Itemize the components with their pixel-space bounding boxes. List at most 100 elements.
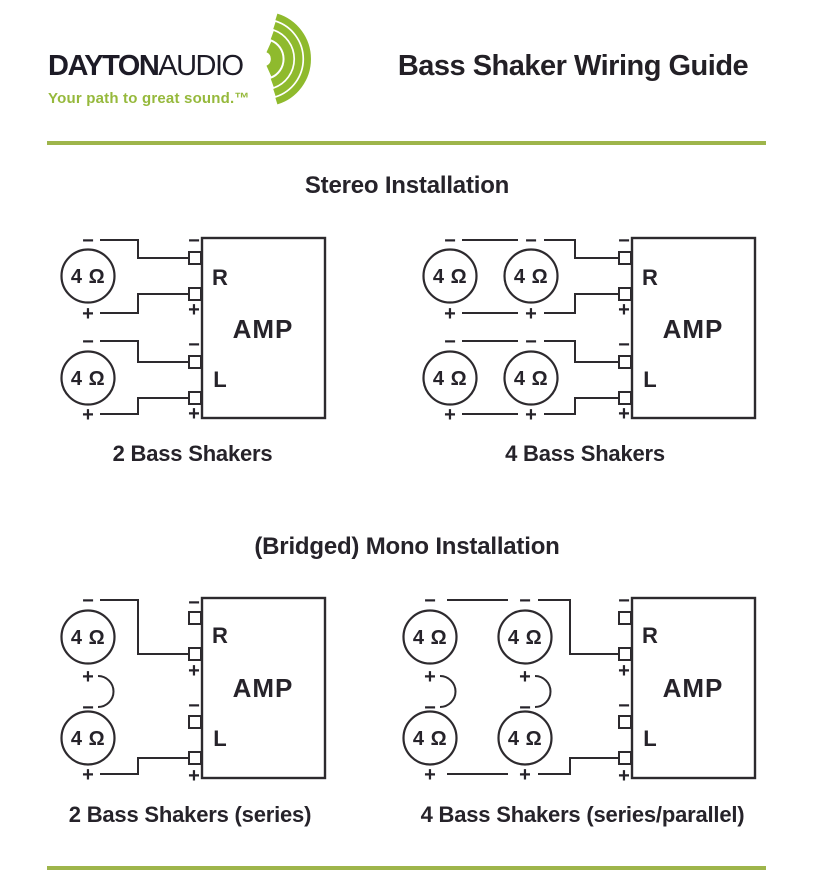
speaker-circle (422, 350, 478, 406)
wire-pair2-plus-to-l-plus (544, 397, 619, 415)
speaker-circle (503, 248, 559, 304)
amp-terminal-l-plus (188, 391, 202, 405)
speaker-circle (60, 710, 116, 766)
amp-box (630, 596, 757, 780)
diagram-caption: 4 Bass Shakers (series/parallel) (420, 802, 745, 827)
speaker-plus-label: + (82, 666, 94, 688)
speaker-minus-label: − (519, 697, 531, 719)
speaker-circle (402, 710, 458, 766)
wire-top-minus-to-r-plus (538, 599, 619, 655)
speaker-impedance-label: 4 Ω (433, 368, 467, 390)
amp-terminal-r-minus (618, 611, 632, 625)
speaker-plus-label: + (424, 764, 436, 786)
amp-box (200, 236, 327, 420)
wire-shaker1-minus-to-r-minus (100, 239, 189, 259)
amp-minus-label: − (618, 695, 630, 717)
speaker-minus-label: − (444, 331, 456, 353)
amp-minus-label: − (618, 590, 630, 612)
speaker-impedance-label: 4 Ω (508, 728, 542, 750)
left-channel-label: L (643, 367, 656, 392)
amp-terminal-l-minus (188, 715, 202, 729)
speaker-plus-label: + (424, 666, 436, 688)
header-rule (47, 141, 766, 145)
speaker-minus-label: − (82, 230, 94, 252)
speaker-circle (60, 350, 116, 406)
right-channel-label: R (212, 623, 228, 648)
soundwave-arc-2 (270, 30, 294, 88)
speaker-minus-label: − (82, 331, 94, 353)
wire-pair1-minus-to-r-minus (544, 239, 619, 259)
amp-plus-label: + (188, 403, 200, 425)
amp-plus-label: + (618, 765, 630, 787)
speaker-impedance-label: 4 Ω (508, 627, 542, 649)
amp-plus-label: + (188, 660, 200, 682)
speaker-impedance-label: 4 Ω (433, 266, 467, 288)
amp-terminal-r-plus (618, 287, 632, 301)
amp-plus-label: + (188, 765, 200, 787)
speaker-impedance-label: 4 Ω (413, 627, 447, 649)
speaker-impedance-label: 4 Ω (71, 266, 105, 288)
page-title: Bass Shaker Wiring Guide (397, 50, 749, 82)
speaker-plus-label: + (82, 303, 94, 325)
amp-plus-label: + (618, 660, 630, 682)
diagram-caption: 2 Bass Shakers (series) (68, 802, 312, 827)
left-channel-label: L (213, 367, 226, 392)
speaker-impedance-label: 4 Ω (71, 728, 105, 750)
speaker-minus-label: − (519, 590, 531, 612)
speaker-plus-label: + (519, 666, 531, 688)
speaker-impedance-label: 4 Ω (413, 728, 447, 750)
diagram-mono-2-shakers-series: 4 Ω 4 Ω − + − + − + − + R L AMP (60, 590, 327, 787)
speaker-minus-label: − (424, 590, 436, 612)
diagram-stereo-2-shakers: 4 Ω 4 Ω − + − + − + − + R L AMP (60, 230, 327, 426)
amp-terminal-l-minus (188, 355, 202, 369)
speaker-minus-label: − (525, 230, 537, 252)
amp-minus-label: − (618, 334, 630, 356)
diagram-stereo-4-shakers: 4 Ω 4 Ω 4 Ω 4 Ω − − + + − − + + − + − + … (422, 230, 757, 426)
amp-label: AMP (663, 673, 724, 703)
speaker-circle (497, 609, 553, 665)
amp-plus-label: + (618, 403, 630, 425)
section-heading-stereo: Stereo Installation (304, 172, 510, 199)
series-jumper-arc (534, 675, 552, 708)
speaker-plus-label: + (519, 764, 531, 786)
left-channel-label: L (213, 726, 226, 751)
speaker-circle (503, 350, 559, 406)
brand-tagline: Your path to great sound.™ (48, 90, 250, 107)
speaker-minus-label: − (82, 697, 94, 719)
right-channel-label: R (642, 623, 658, 648)
amp-box (200, 596, 327, 780)
speaker-impedance-label: 4 Ω (71, 368, 105, 390)
soundwave-arc-3 (273, 21, 303, 97)
speaker-plus-label: + (444, 303, 456, 325)
wire-shaker1-plus-to-r-plus (100, 293, 189, 314)
speaker-plus-label: + (444, 404, 456, 426)
section-heading-mono: (Bridged) Mono Installation (254, 533, 560, 560)
amp-terminal-l-plus (618, 391, 632, 405)
wire-shaker2-plus-to-l-plus (100, 397, 189, 415)
amp-minus-label: − (188, 334, 200, 356)
amp-minus-label: − (188, 592, 200, 614)
amp-label: AMP (233, 673, 294, 703)
amp-label: AMP (663, 314, 724, 344)
left-channel-label: L (643, 726, 656, 751)
amp-terminal-r-minus (188, 611, 202, 625)
amp-terminal-r-minus (188, 251, 202, 265)
wire-bottom-plus-to-l-plus (538, 757, 619, 775)
soundwave-arc-4 (275, 13, 311, 105)
speaker-minus-label: − (525, 331, 537, 353)
soundwave-icon (265, 13, 311, 105)
series-jumper-arc (439, 675, 457, 708)
soundwave-arc-1 (265, 41, 283, 77)
amp-box (630, 236, 757, 420)
wire-pair1-plus-to-r-plus (544, 293, 619, 314)
amp-terminal-l-minus (618, 355, 632, 369)
speaker-impedance-label: 4 Ω (71, 627, 105, 649)
right-channel-label: R (212, 265, 228, 290)
speaker-minus-label: − (424, 697, 436, 719)
amp-minus-label: − (188, 695, 200, 717)
speaker-minus-label: − (444, 230, 456, 252)
amp-terminal-r-plus (188, 647, 202, 661)
speaker-plus-label: + (82, 764, 94, 786)
amp-label: AMP (233, 314, 294, 344)
amp-minus-label: − (188, 230, 200, 252)
